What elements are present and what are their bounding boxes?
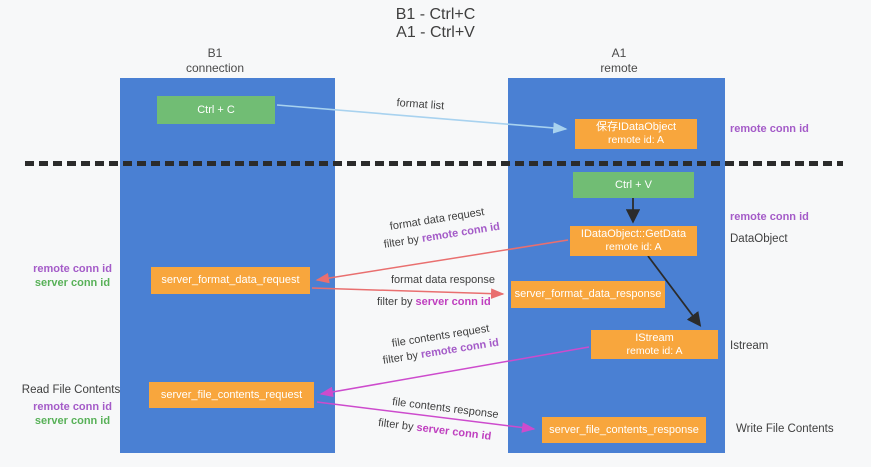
diagram-title: B1 - Ctrl+C A1 - Ctrl+V (0, 6, 871, 42)
label-left-remote-conn-id-bottom: remote conn id (33, 401, 112, 413)
label-server-conn-id-2: server conn id (415, 421, 492, 443)
label-dataobject: DataObject (730, 233, 788, 245)
label-file-contents-response: file contents response (391, 396, 500, 421)
label-left-server-conn-id-bottom: server conn id (34, 415, 111, 427)
node-server-file-contents-request: server_file_contents_request (149, 382, 314, 408)
label-left-remote-conn-id-top: remote conn id (33, 263, 112, 275)
node-save-dataobject-line2: remote id: A (607, 134, 665, 146)
label-format-data-response: format data response (391, 274, 495, 286)
label-format-list: format list (396, 97, 445, 113)
lifeline-b1-role: connection (185, 61, 245, 75)
node-ctrl-c-label: Ctrl + C (197, 103, 235, 116)
node-save-dataobject-line1: 保存IDataObject (595, 121, 677, 133)
node-ctrl-v-label: Ctrl + V (615, 178, 652, 191)
lifeline-a1-name: A1 (611, 46, 627, 60)
label-read-file-contents: Read File Contents (21, 384, 121, 396)
title-line-2: A1 - Ctrl+V (396, 24, 475, 41)
label-filter-by-1: filter by (383, 232, 423, 251)
arrow-format-data-response (311, 287, 505, 299)
node-getdata: IDataObject::GetData remote id: A (570, 226, 697, 256)
dashed-separator (25, 161, 843, 166)
node-istream-line2: remote id: A (626, 344, 683, 357)
label-filter-server-1: filter by server conn id (377, 296, 491, 308)
node-server-file-contents-response-label: server_file_contents_response (549, 423, 699, 436)
label-right-remote-conn-id-top: remote conn id (730, 123, 809, 135)
node-istream: IStream remote id: A (591, 330, 718, 359)
label-istream: Istream (730, 340, 769, 352)
node-getdata-line2: remote id: A (605, 241, 662, 253)
label-filter-by-3: filter by (382, 348, 422, 367)
lifeline-header-a1: A1 remote (569, 46, 669, 76)
node-istream-line1: IStream (635, 331, 674, 344)
node-ctrl-v: Ctrl + V (573, 172, 694, 198)
lifeline-header-b1: B1 connection (165, 46, 265, 76)
node-server-file-contents-request-label: server_file_contents_request (160, 388, 303, 401)
node-ctrl-c: Ctrl + C (157, 96, 275, 124)
title-line-1: B1 - Ctrl+C (395, 6, 476, 23)
label-filter-by-2: filter by (377, 296, 416, 308)
node-save-dataobject: 保存IDataObject remote id: A (575, 119, 697, 149)
label-left-server-conn-id-top: server conn id (34, 277, 111, 289)
label-right-remote-conn-id-mid: remote conn id (730, 211, 809, 223)
label-filter-server-2: filter by server conn id (378, 417, 492, 443)
lifeline-b1-name: B1 (207, 46, 223, 60)
node-server-format-data-response: server_format_data_response (511, 281, 665, 308)
node-getdata-line1: IDataObject::GetData (580, 228, 687, 240)
label-write-file-contents: Write File Contents (736, 423, 834, 435)
node-server-format-data-request-label: server_format_data_request (161, 274, 300, 286)
node-server-file-contents-response: server_file_contents_response (542, 417, 706, 443)
label-server-conn-id-1: server conn id (415, 296, 491, 308)
node-server-format-data-request: server_format_data_request (151, 267, 310, 294)
node-server-format-data-response-label: server_format_data_response (514, 288, 662, 300)
lifeline-a1-role: remote (600, 61, 638, 75)
label-filter-by-4: filter by (377, 417, 418, 434)
